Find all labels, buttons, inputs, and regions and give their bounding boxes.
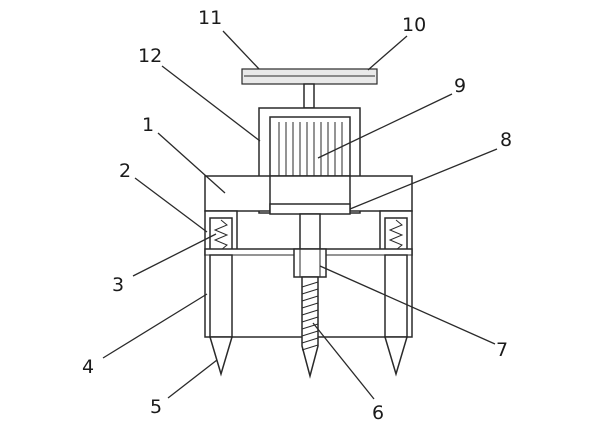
thread-line (301, 337, 319, 344)
thread-line (301, 330, 319, 337)
leader-5 (167, 359, 218, 399)
label-10: 10 (402, 14, 426, 36)
label-6: 6 (372, 402, 384, 424)
part-labels: 1 2 3 4 5 6 7 8 9 10 11 12 (82, 7, 512, 424)
drill-bit (301, 276, 319, 379)
label-11: 11 (198, 7, 222, 29)
label-3: 3 (112, 274, 124, 296)
label-4: 4 (82, 356, 94, 378)
leader-1 (157, 132, 226, 194)
leader-3 (132, 233, 217, 277)
label-2: 2 (119, 160, 131, 182)
thread-line (301, 288, 319, 295)
label-9: 9 (454, 75, 466, 97)
leader-lines (102, 30, 498, 400)
label-5: 5 (150, 396, 162, 418)
coupling-plate (269, 203, 351, 215)
label-8: 8 (500, 129, 512, 151)
thread-line (301, 309, 319, 316)
thread-line (301, 281, 319, 288)
label-1: 1 (142, 114, 154, 136)
leader-9 (317, 93, 453, 159)
label-12: 12 (138, 45, 162, 67)
left-leg (209, 254, 233, 338)
right-spring (388, 219, 404, 251)
leader-2 (134, 177, 208, 233)
left-spring (213, 219, 229, 251)
drill-collar (293, 248, 327, 278)
right-spike (383, 336, 409, 377)
drill-threads (301, 281, 319, 351)
leader-11 (222, 30, 260, 70)
hand-wheel (241, 68, 378, 85)
leader-12 (161, 65, 261, 142)
leader-4 (102, 293, 208, 359)
leader-10 (367, 35, 408, 71)
top-shaft (303, 83, 315, 109)
thread-line (301, 295, 319, 302)
thread-line (301, 302, 319, 309)
label-7: 7 (496, 339, 508, 361)
left-spike (208, 336, 234, 377)
thread-line (301, 344, 319, 351)
leader-7 (319, 265, 496, 345)
thread-line (301, 323, 319, 330)
leader-6 (312, 322, 375, 400)
thread-line (301, 316, 319, 323)
leader-8 (349, 148, 498, 210)
